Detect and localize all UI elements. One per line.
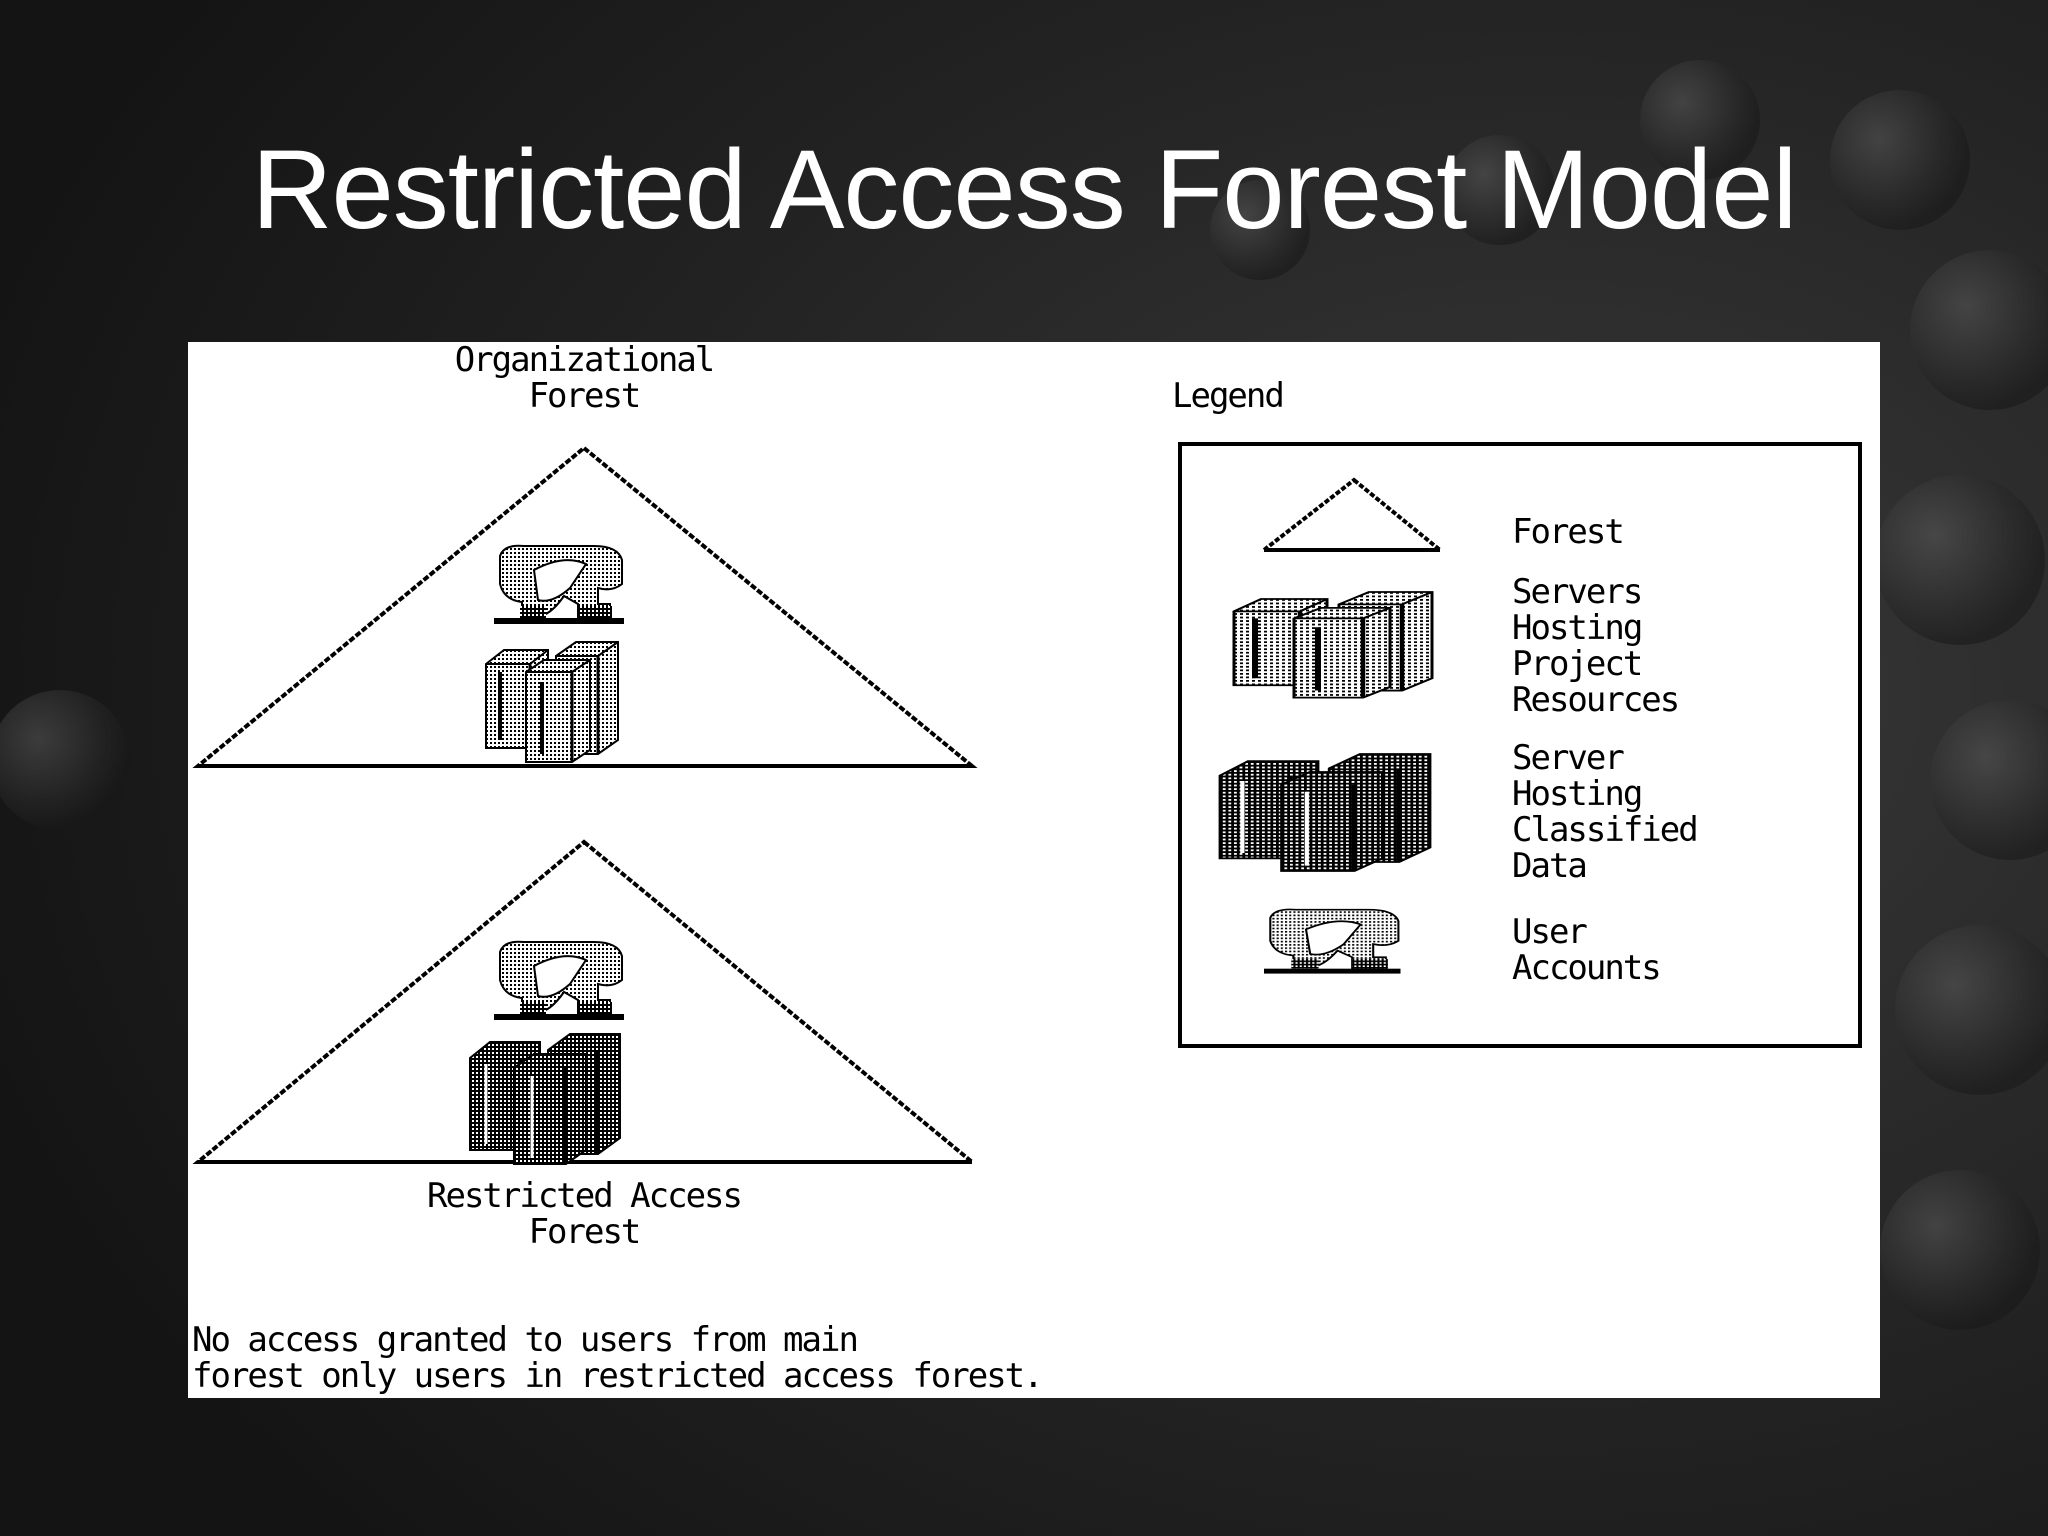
legend-classified-line4: Data xyxy=(1512,846,1588,886)
legend-users-line1: User xyxy=(1512,912,1588,952)
restricted-forest-label-line2: Forest xyxy=(528,1212,642,1252)
restricted-forest-label: Restricted Access Forest xyxy=(334,1178,834,1250)
legend-users-line2: Accounts xyxy=(1512,948,1662,988)
org-forest-label-line1: Organizational xyxy=(454,342,716,380)
restricted-forest-triangle xyxy=(192,839,978,1164)
legend-servers-line3: Project xyxy=(1512,644,1643,684)
legend-title: Legend xyxy=(1172,376,1285,416)
legend-box xyxy=(1178,442,1862,1048)
legend-users-label: User Accounts xyxy=(1512,912,1662,988)
org-forest-user-accounts-icon xyxy=(493,544,625,625)
diagram-graphics xyxy=(192,445,1446,1166)
access-note: No access granted to users from main for… xyxy=(192,1320,1044,1396)
organizational-forest-label: Organizational Forest xyxy=(384,342,784,414)
access-note-line1: No access granted to users from main xyxy=(192,1320,859,1360)
restricted-forest-label-line1: Restricted Access xyxy=(427,1176,743,1216)
legend-servers-label: Servers Hosting Project Resources xyxy=(1512,572,1680,720)
legend-servers-line2: Hosting xyxy=(1512,608,1643,648)
slide-title: Restricted Access Forest Model xyxy=(251,127,1798,252)
legend-classified-label: Server Hosting Classified Data xyxy=(1512,738,1699,886)
access-note-line2: forest only users in restricted access f… xyxy=(192,1356,1044,1396)
restricted-forest-user-accounts-icon xyxy=(493,940,625,1021)
org-forest-servers-icon xyxy=(484,640,620,764)
legend-servers-line1: Servers xyxy=(1512,572,1643,612)
legend-classified-line1: Server xyxy=(1512,738,1625,778)
legend-forest-icon xyxy=(1258,477,1446,552)
legend-forest-label: Forest xyxy=(1512,512,1625,552)
org-forest-label-line2: Forest xyxy=(528,376,642,416)
legend-servers-line4: Resources xyxy=(1512,680,1680,720)
diagram-panel: Organizational Forest Restricted Access … xyxy=(188,342,1880,1398)
legend-classified-line3: Classified xyxy=(1512,810,1699,850)
legend-classified-line2: Hosting xyxy=(1512,774,1643,814)
restricted-forest-classified-server-icon xyxy=(468,1032,622,1166)
organizational-forest-triangle xyxy=(192,445,978,768)
